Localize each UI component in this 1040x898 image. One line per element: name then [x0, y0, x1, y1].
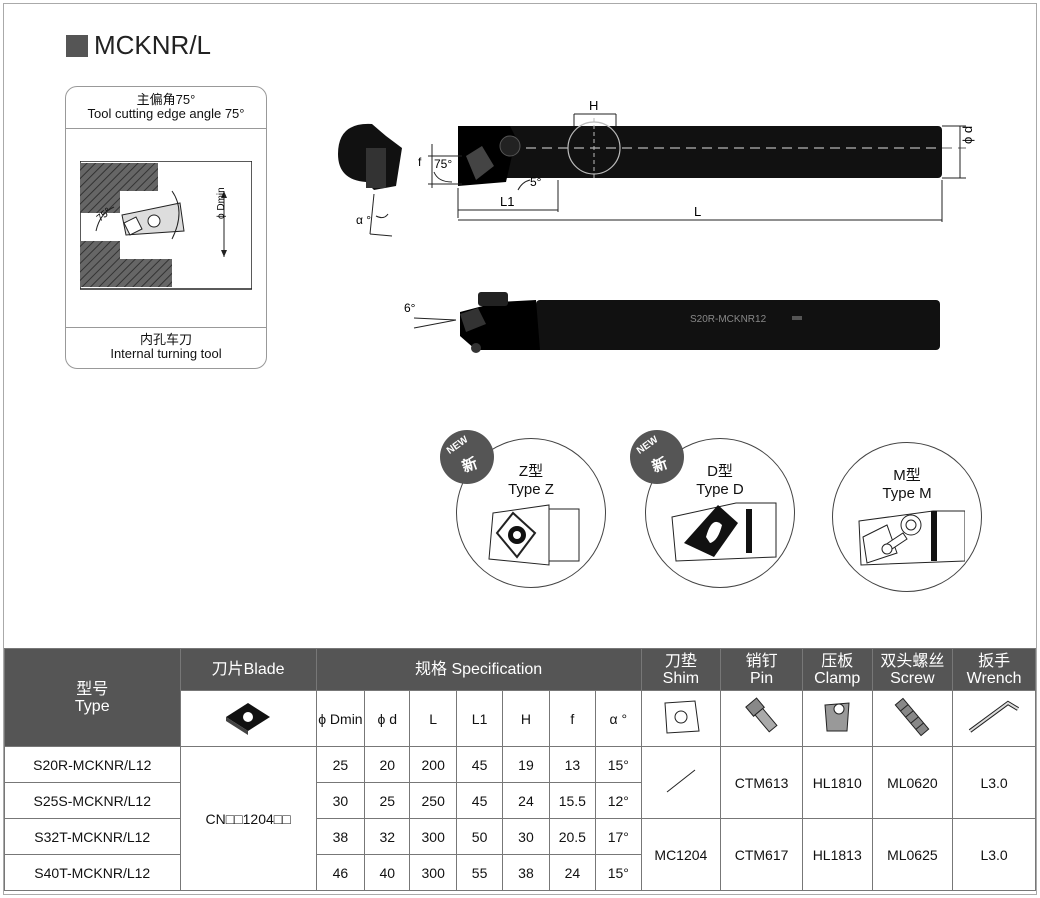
new-badge-z: NEW 新 [440, 430, 494, 484]
spec-header: 规格 Specification [315, 648, 642, 691]
perspective-bar [536, 300, 940, 350]
svg-text:L1: L1 [500, 194, 514, 209]
shim-none [640, 746, 722, 819]
svg-text:75°: 75° [434, 157, 452, 171]
col-alpha: α ° [595, 690, 642, 747]
new-badge-d: NEW 新 [630, 430, 684, 484]
type-d-clamp-icon [671, 502, 777, 562]
table-row: S20R-MCKNR/L12 CN□□1204□□ 25 20 200 45 1… [4, 746, 1036, 891]
table-row: S40T-MCKNR/L12 46 40 300 55 38 24 15° [4, 854, 1036, 891]
blade-value: CN□□1204□□ [179, 746, 317, 891]
svg-text:5°: 5° [530, 175, 542, 189]
wrench-icon [952, 690, 1036, 747]
col-L1: L1 [455, 690, 504, 747]
type-header: 型号 Type [4, 648, 181, 747]
svg-text:L: L [694, 204, 701, 219]
card-bottom-caption: 内孔车刀 Internal turning tool [110, 332, 222, 361]
card-top-caption: 主偏角75° Tool cutting edge angle 75° [87, 92, 245, 121]
shim-icon [640, 690, 722, 747]
screw-icon [871, 690, 954, 747]
blade-header: 刀片Blade [179, 648, 317, 691]
table-row: S32T-MCKNR/L12 38 32 300 50 30 20.5 17° … [4, 818, 1036, 891]
svg-text:S20R-MCKNR12: S20R-MCKNR12 [690, 314, 767, 325]
col-L: L [409, 690, 457, 747]
clamp-icon [801, 690, 873, 747]
col-f: f [548, 690, 597, 747]
col-d: ϕ d [364, 690, 411, 747]
col-dmin: ϕ Dmin [315, 690, 366, 747]
blade-insert-icon [179, 690, 317, 747]
title-square-icon [66, 34, 88, 57]
type-m-clamp-icon [858, 510, 965, 566]
svg-text:α °: α ° [356, 213, 371, 227]
type-m-circle: M型 Type M [832, 442, 982, 592]
svg-text:f: f [418, 155, 422, 169]
table-row: S25S-MCKNR/L12 30 25 250 45 24 15.5 12° [4, 782, 1036, 819]
page-frame [3, 3, 1037, 895]
svg-text:ϕ d: ϕ d [960, 126, 975, 144]
pin-icon [720, 690, 803, 747]
col-H: H [502, 690, 550, 747]
none-slash-icon [666, 769, 696, 793]
type-z-clamp-icon [488, 504, 580, 566]
boring-bar-drawing: α ° H ϕ d f 75° 5° L1 L S20R-MCKNR12 6° [338, 98, 975, 353]
svg-text:ϕ Dmin: ϕ Dmin [216, 187, 227, 219]
cutting-angle-card: 主偏角75° Tool cutting edge angle 75° ϕ Dmi… [65, 86, 267, 369]
svg-text:6°: 6° [404, 301, 416, 315]
svg-text:H: H [589, 98, 598, 113]
page-title: MCKNR/L [66, 30, 211, 61]
main-bar [458, 126, 942, 178]
internal-boring-diagram: ϕ Dmin 75° [80, 161, 252, 290]
